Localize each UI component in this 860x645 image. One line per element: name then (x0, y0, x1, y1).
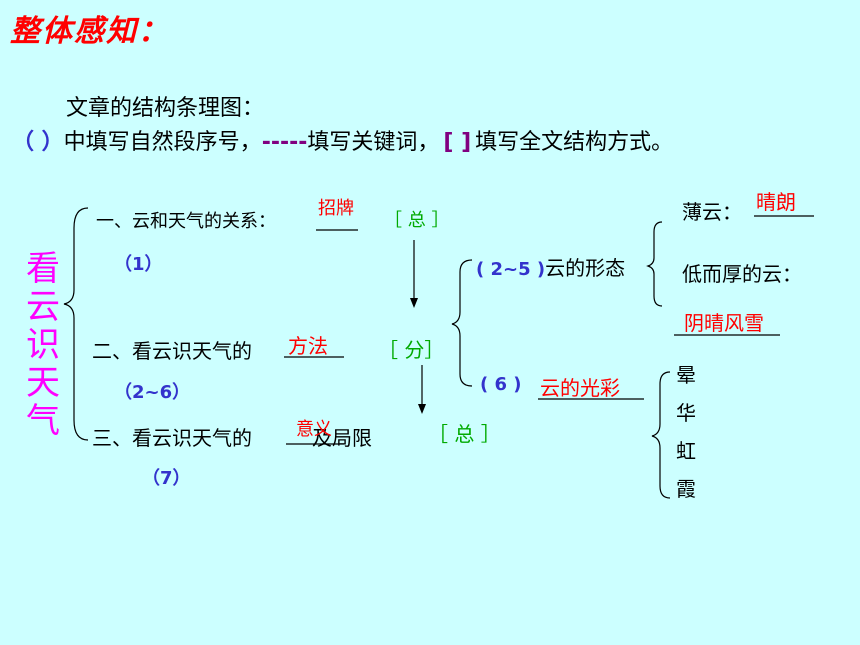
page-title: 整体感知： (10, 14, 170, 49)
form-item-thick-label: 低而厚的云： (682, 262, 802, 286)
fill-keyword-text: 填写关键词， (307, 130, 440, 155)
bracket-marker: [ ] (443, 130, 472, 155)
section-1-label: 一、云和天气的关系： (96, 211, 276, 232)
section-1-structure: ［ 总 ］ (384, 210, 450, 231)
section-3-suffix: 及局限 (312, 426, 372, 450)
form-item-thin-keyword: 晴朗 (756, 190, 796, 214)
branch-color-paragraphs: ( 6 ) (480, 374, 522, 395)
section-3-paragraphs: （7） (142, 468, 191, 489)
color-item: 晕 (676, 363, 696, 387)
form-item-thick-keyword: 阴晴风雪 (684, 311, 764, 335)
section-3-structure: ［ 总 ］ (428, 422, 501, 446)
section-2-structure: ［ 分］ (378, 338, 445, 362)
branch-color-keyword: 云的光彩 (540, 376, 620, 400)
section-2-paragraphs: （2~6） (114, 382, 191, 403)
section-2-label: 二、看云识天气的 (92, 339, 252, 363)
fill-paragraph-text: 中填写自然段序号， (63, 130, 262, 155)
instruction-line: （ ）中填写自然段序号，-----填写关键词，[ ]填写全文结构方式。 (12, 124, 673, 156)
color-item: 霞 (676, 477, 696, 501)
branch-form: ( 2~5 )云的形态 (476, 252, 625, 281)
section-1-keyword: 招牌 (318, 198, 354, 219)
intro-line: 文章的结构条理图： (66, 96, 265, 121)
fill-structure-text: 填写全文结构方式。 (475, 130, 674, 155)
section-1-paragraphs: （1） (114, 254, 163, 275)
branch-form-label: 云的形态 (545, 256, 626, 280)
vertical-title: 看云识天气 (26, 249, 60, 441)
section-3-label: 三、看云识天气的 及局限 (92, 422, 372, 451)
color-item: 华 (676, 401, 696, 425)
section-2-keyword: 方法 (288, 334, 328, 358)
color-item: 虹 (676, 439, 696, 463)
branch-form-paragraphs: ( 2~5 ) (476, 259, 546, 280)
dash-marker: ----- (261, 130, 308, 155)
section-3-keyword: 意义 (296, 419, 332, 440)
form-item-thin-label: 薄云： (682, 200, 742, 224)
section-3-label-text: 三、看云识天气的 (92, 426, 252, 450)
paren-marker: （ ） (12, 130, 64, 155)
